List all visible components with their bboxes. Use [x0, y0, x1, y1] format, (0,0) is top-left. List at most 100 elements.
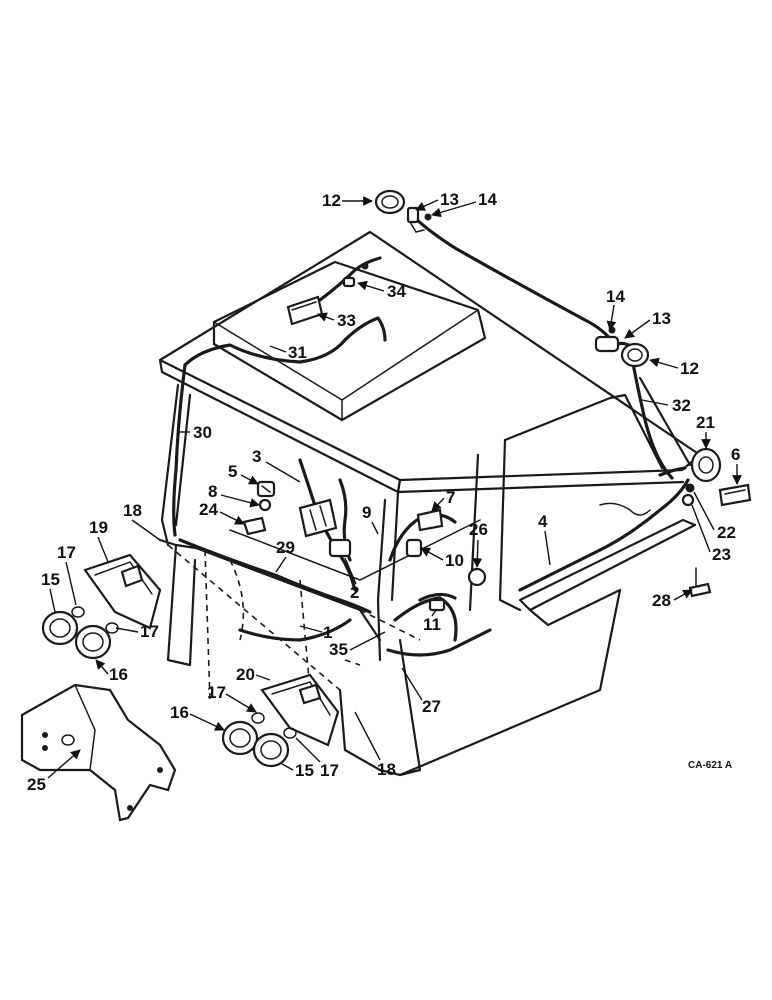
headlight-left-outer: [41, 610, 79, 646]
svg-text:14: 14: [478, 190, 497, 209]
svg-text:1: 1: [323, 623, 332, 642]
svg-text:15: 15: [295, 761, 314, 780]
callout-24: 24: [199, 500, 245, 525]
headlight-right-inner: [252, 732, 290, 768]
callout-14-top: 14: [431, 190, 497, 218]
callout-9: 9: [362, 503, 379, 535]
callout-32: 32: [641, 396, 691, 415]
svg-text:30: 30: [193, 423, 212, 442]
svg-text:6: 6: [731, 445, 740, 464]
svg-text:12: 12: [322, 191, 341, 210]
callout-34: 34: [357, 280, 406, 301]
svg-text:17: 17: [207, 683, 226, 702]
callout-29: 29: [275, 538, 295, 573]
svg-text:33: 33: [337, 311, 356, 330]
socket: [242, 516, 267, 536]
headlight-housing-left: [83, 553, 162, 630]
callout-13-top: 13: [415, 190, 459, 211]
svg-text:16: 16: [170, 703, 189, 722]
svg-text:8: 8: [208, 482, 217, 501]
svg-text:18: 18: [123, 501, 142, 520]
callout-12-right: 12: [649, 357, 699, 378]
callout-35: 35: [329, 631, 386, 659]
plate-lamp: [718, 483, 752, 507]
svg-text:22: 22: [717, 523, 736, 542]
svg-text:16: 16: [109, 665, 128, 684]
svg-text:29: 29: [276, 538, 295, 557]
headlight-housing-right: [260, 673, 340, 747]
svg-text:27: 27: [422, 697, 441, 716]
cab-frame: [158, 230, 702, 777]
svg-text:5: 5: [228, 462, 237, 481]
callout-28: 28: [652, 589, 693, 610]
callout-25: 25: [27, 749, 81, 794]
svg-text:18: 18: [377, 760, 396, 779]
callout-16-left: 16: [95, 659, 128, 684]
svg-text:3: 3: [252, 447, 261, 466]
bracket-rear-right: [594, 326, 620, 353]
callout-18-left: 18: [123, 501, 161, 541]
callout-27: 27: [401, 667, 441, 716]
switch-10: [405, 538, 423, 558]
bracket-rear-left: [406, 206, 432, 233]
callout-30: 30: [178, 423, 212, 442]
mounting-bracket: [20, 683, 177, 822]
svg-text:28: 28: [652, 591, 671, 610]
callout-15-left: 15: [41, 570, 60, 613]
callout-10: 10: [420, 547, 464, 570]
callout-26: 26: [469, 520, 488, 568]
callout-12-top: 12: [322, 191, 373, 210]
svg-text:17: 17: [320, 761, 339, 780]
callout-15-right: 15: [281, 761, 314, 780]
wiring-harness: [172, 216, 690, 657]
dome-light: [286, 295, 324, 326]
svg-text:20: 20: [236, 665, 255, 684]
svg-text:25: 25: [27, 775, 46, 794]
callout-20: 20: [236, 665, 271, 684]
callout-17-left-bottom: 17: [115, 622, 159, 641]
connector-8: [258, 498, 272, 512]
svg-text:14: 14: [606, 287, 625, 306]
svg-text:7: 7: [446, 488, 455, 507]
svg-text:10: 10: [445, 551, 464, 570]
svg-text:9: 9: [362, 503, 371, 522]
svg-text:23: 23: [712, 545, 731, 564]
svg-text:13: 13: [440, 190, 459, 209]
svg-text:2: 2: [350, 583, 359, 602]
connector-11: [428, 598, 446, 612]
components: [20, 189, 752, 822]
callout-2: 2: [344, 557, 359, 602]
svg-text:4: 4: [538, 512, 548, 531]
callout-5: 5: [228, 462, 259, 485]
headlight-left-inner: [74, 624, 112, 660]
svg-text:11: 11: [423, 615, 441, 634]
svg-text:21: 21: [696, 413, 715, 432]
flasher: [328, 538, 352, 558]
svg-text:17: 17: [140, 622, 159, 641]
work-light-rear-left: [374, 189, 406, 215]
bolt: [688, 567, 712, 598]
callout-4: 4: [538, 512, 551, 566]
svg-text:34: 34: [387, 282, 406, 301]
headlight-right-outer: [221, 720, 259, 756]
figure-code: CA-621 A: [688, 760, 732, 771]
svg-text:17: 17: [57, 543, 76, 562]
svg-text:31: 31: [288, 343, 307, 362]
fastener-22: [685, 483, 695, 493]
svg-text:32: 32: [672, 396, 691, 415]
callout-17-left-top: 17: [57, 543, 77, 606]
horn: [690, 447, 722, 483]
callout-1: 1: [299, 623, 332, 642]
svg-text:24: 24: [199, 500, 218, 519]
fastener-23: [681, 493, 695, 507]
lamp-ring-right: [251, 712, 297, 739]
svg-text:35: 35: [329, 640, 348, 659]
callout-17-right-bottom: 17: [295, 737, 339, 780]
switch-7: [416, 508, 444, 532]
grommet: [467, 567, 487, 587]
fuse-block: [298, 498, 338, 538]
callout-16-right: 16: [170, 703, 225, 731]
callout-14-right: 14: [606, 287, 625, 331]
callout-22: 22: [693, 491, 736, 542]
